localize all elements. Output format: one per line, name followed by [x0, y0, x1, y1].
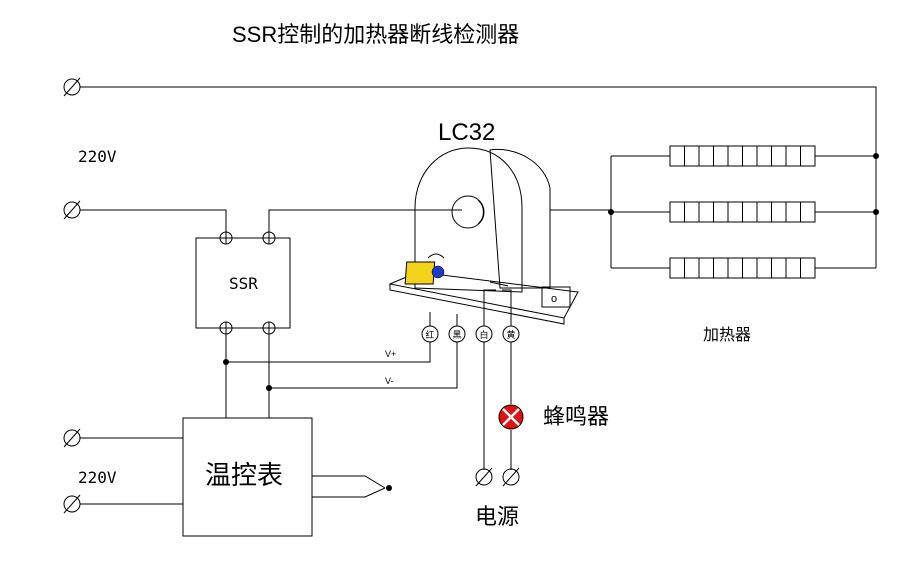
svg-text:黄: 黄 — [506, 329, 515, 340]
buzzer-label: 蜂鸣器 — [543, 404, 609, 429]
supply-terminals — [63, 77, 520, 514]
wire-ssr-to-ct — [268, 209, 462, 238]
ssr-screw-terminal — [262, 321, 276, 335]
terminal-white: 白 — [475, 325, 493, 343]
heater-element — [669, 201, 816, 223]
svg-text:黑: 黑 — [452, 330, 461, 340]
terminal-red: 红 — [421, 325, 439, 343]
voltage-label-top: 220V — [78, 147, 117, 166]
lc32-output-terminals: 红 黑 白 黄 — [421, 325, 520, 343]
svg-text:白: 白 — [479, 329, 488, 340]
terminal-symbol — [63, 77, 81, 97]
terminal-symbol — [502, 467, 520, 487]
ssr-relay: SSR — [195, 231, 291, 335]
voltage-label-bottom: 220V — [78, 468, 117, 487]
heater-element — [669, 145, 816, 167]
vminus-label: V- — [385, 376, 394, 386]
controller-label: 温控表 — [205, 460, 283, 490]
wiring — [80, 86, 877, 505]
junction-dots — [223, 153, 879, 491]
wire-second-line — [80, 209, 227, 238]
adjustment-knob — [404, 253, 445, 285]
buzzer-lamp-icon — [498, 404, 524, 430]
terminal-yellow: 黄 — [502, 325, 520, 343]
terminal-symbol — [63, 428, 81, 448]
terminal-symbol — [475, 467, 493, 487]
heater-elements — [669, 145, 816, 279]
svg-text:红: 红 — [425, 329, 434, 340]
heater-label: 加热器 — [703, 326, 751, 344]
terminal-black: 黑 — [448, 325, 466, 343]
ssr-screw-terminal — [219, 231, 233, 245]
ssr-label: SSR — [229, 274, 258, 293]
terminal-symbol — [63, 200, 81, 220]
heater-element — [669, 257, 816, 279]
svg-text:o: o — [551, 293, 557, 305]
wire-vminus — [269, 342, 458, 389]
power-label: 电源 — [475, 504, 519, 529]
vplus-label: V+ — [385, 349, 396, 359]
terminal-symbol — [63, 494, 81, 514]
ssr-screw-terminal — [262, 231, 276, 245]
temperature-controller: 温控表 — [182, 417, 313, 537]
sensor-label: LC32 — [438, 119, 495, 146]
thermocouple-wires — [312, 475, 386, 498]
wire-vplus — [226, 342, 431, 363]
lc32-current-transformer: o — [388, 147, 579, 325]
ssr-screw-terminal — [219, 321, 233, 335]
diagram-title: SSR控制的加热器断线检测器 — [232, 22, 519, 47]
